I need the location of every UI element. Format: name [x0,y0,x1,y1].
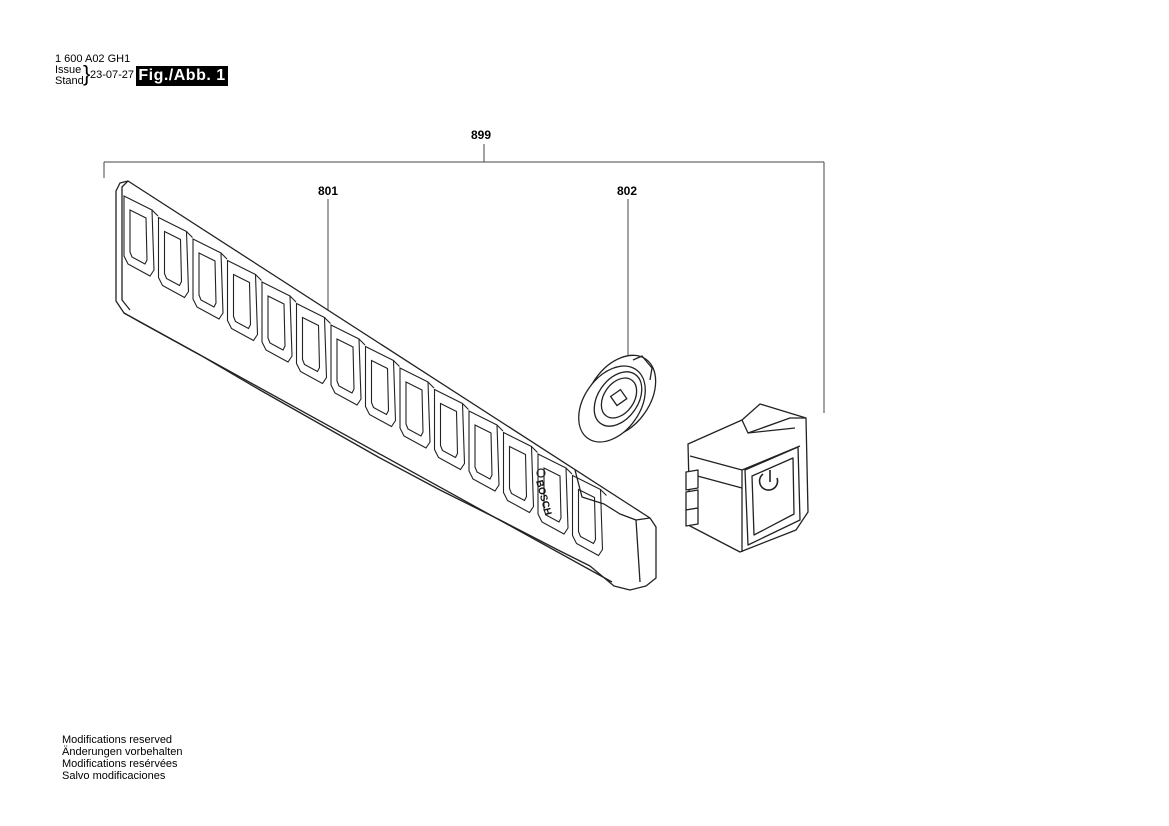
issue-label: Issue [55,64,82,76]
strap-segment-window [370,359,390,416]
strap-segment-window [301,316,321,373]
document-number: 1 600 A02 GH1 [55,53,131,65]
strap-segments [123,195,607,557]
cap-part-802 [578,354,657,443]
assembly-bracket [103,144,825,413]
figure-badge: Fig./Abb. 1 [136,66,228,86]
strap-segment-rib [531,446,538,453]
stand-label: Stand [55,75,84,87]
callout-899: 899 [471,128,492,142]
issue-date: 23-07-27 [90,69,135,81]
footer-line-de: Änderungen vorbehalten [62,746,183,758]
strap-segment-window [405,381,424,437]
strap-segment-window [129,209,148,265]
strap-segment-window [267,295,286,351]
strap-segment-rib [600,489,607,496]
strap-segment-window [439,402,459,459]
strap-segment-window [577,488,597,545]
strap-segment-window [474,424,493,480]
footer-notice: Modifications reserved Änderungen vorbeh… [62,734,182,782]
strap-segment-rib [496,424,504,432]
strap-segment-window [198,252,217,308]
strap-segment-rib [565,467,573,475]
strap-segment-window [163,230,183,287]
brace-glyph: } [83,61,91,86]
strap-segment-rib [151,209,159,217]
footer-line-fr: Modifications resérvées [62,758,178,770]
footer-line-en: Modifications reserved [62,734,173,746]
housing-part [685,403,809,553]
strap-segment-window [232,273,252,330]
issue-stand-labels: Issue Stand [55,65,84,87]
strap-segment-window [336,338,355,394]
strap-part-801 [115,180,657,591]
bosch-logo-icon [536,468,546,478]
strap-segment-window [543,467,562,523]
strap-segment-rib [186,231,193,238]
callout-801: 801 [318,184,339,198]
callout-802: 802 [617,184,638,198]
strap-segment-window [508,445,528,502]
strap-segment-rib [358,338,366,346]
strap-segment-rib [220,252,228,260]
strap-segment-rib [255,274,262,281]
strap-segment-rib [393,360,400,367]
strap-segment-rib [462,403,469,410]
power-icon [758,470,779,491]
strap-segment-rib [427,381,435,389]
strap-segment-rib [289,295,297,303]
footer-line-es: Salvo modificaciones [62,770,166,782]
strap-segment-rib [324,317,331,324]
